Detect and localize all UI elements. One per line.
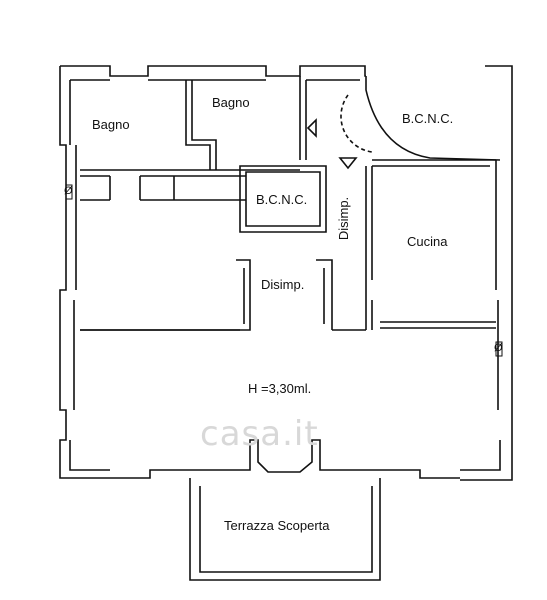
room-label-disimp-2: Disimp. xyxy=(261,277,305,292)
radiator-right-mark xyxy=(495,341,503,357)
cucina-bottom-wall xyxy=(380,321,496,329)
living-height-label: H =3,30ml. xyxy=(248,381,312,396)
outer-wall-right-inner xyxy=(460,160,501,471)
outer-wall-right xyxy=(460,160,513,481)
room-label-cucina: Cucina xyxy=(407,234,448,249)
bagno-wall xyxy=(185,80,217,170)
cucina-wall xyxy=(372,159,496,167)
bagni-bottom-wall xyxy=(80,169,300,201)
bcnc2-room xyxy=(239,165,327,233)
door-arc xyxy=(340,94,373,153)
outer-wall-bottom xyxy=(116,439,460,479)
watermark: casa.it xyxy=(200,414,319,454)
radiator-left-mark xyxy=(65,184,73,200)
outer-wall-top-right xyxy=(485,65,513,160)
outer-wall-left-inner xyxy=(69,80,110,471)
outer-wall-top xyxy=(60,65,366,77)
bagno2-right-wall xyxy=(299,76,307,160)
room-label-bagno-1: Bagno xyxy=(92,117,130,132)
room-label-disimp-1: Disimp. xyxy=(336,196,352,241)
radiator-left-icon: Ø xyxy=(64,185,73,197)
room-label-bcnc-1: B.C.N.C. xyxy=(402,111,454,126)
room-label-bagno-2: Bagno xyxy=(212,95,250,110)
disimp2-walls xyxy=(80,259,333,331)
room-label-terrazza: Terrazza Scoperta xyxy=(224,518,330,533)
disimp-wall xyxy=(365,166,373,330)
radiator-right-icon: Ø xyxy=(494,342,503,354)
bcnc1-curve xyxy=(365,76,501,161)
terrace-outline xyxy=(189,478,381,581)
room-label-bcnc-2: B.C.N.C. xyxy=(256,192,308,207)
bagni-bottom-blocks xyxy=(109,176,175,200)
terrace-inner xyxy=(199,486,373,573)
outer-wall-left xyxy=(59,66,116,479)
door-triangle xyxy=(306,118,358,170)
